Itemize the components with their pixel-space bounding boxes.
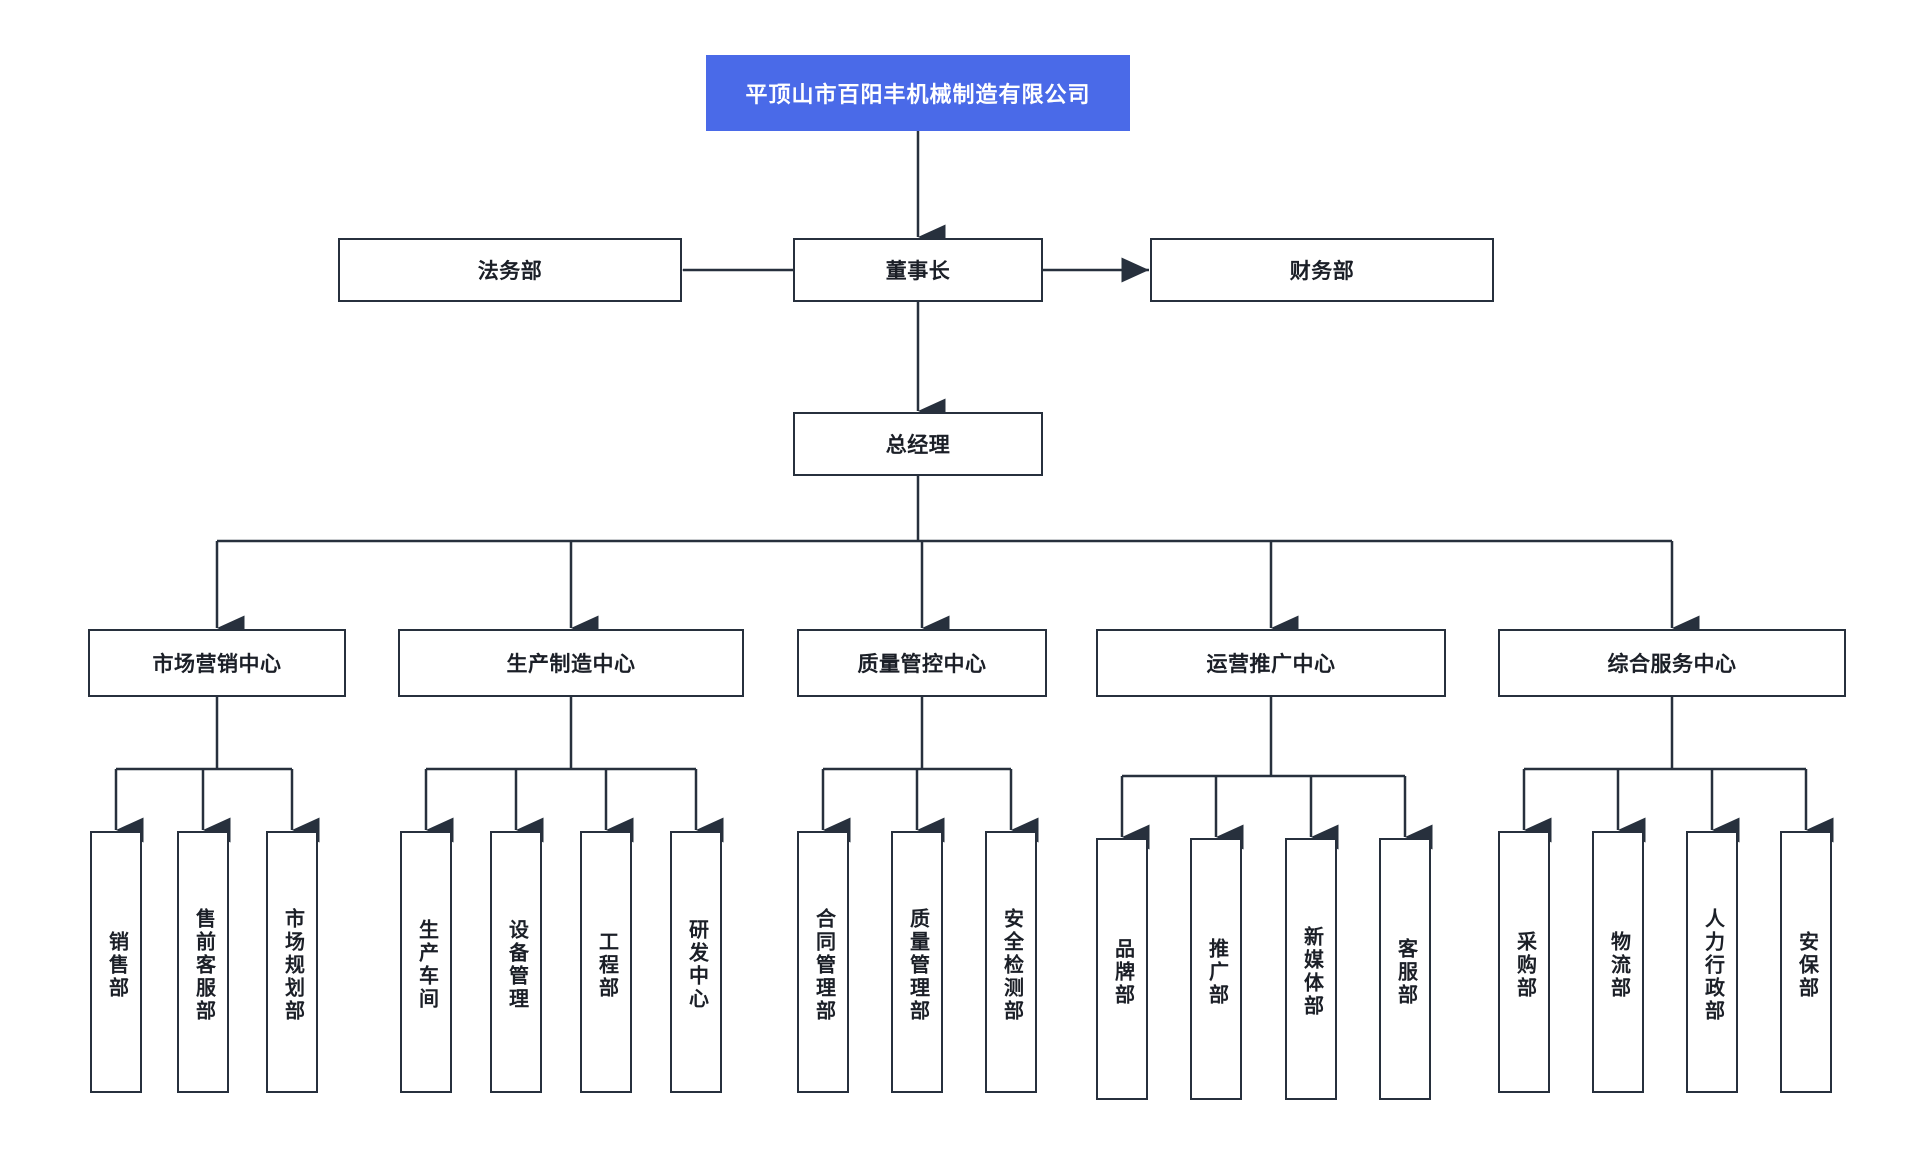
leaf-node-2-0[interactable]: 合同管理部 [797,831,849,1093]
leaf-node-1-0[interactable]: 生产车间 [400,831,452,1093]
leaf-label: 研发中心 [685,919,708,1011]
leaf-label: 安保部 [1795,930,1818,1000]
leaf-label: 新媒体部 [1300,926,1323,1018]
root-company-node[interactable]: 平顶山市百阳丰机械制造有限公司 [706,55,1130,131]
exec-node-2[interactable]: 财务部 [1150,238,1494,302]
leaf-label: 销售部 [105,930,128,1000]
leaf-node-3-0[interactable]: 品牌部 [1096,838,1148,1100]
center-node-1[interactable]: 生产制造中心 [398,629,744,697]
leaf-node-1-1[interactable]: 设备管理 [490,831,542,1093]
leaf-node-0-2[interactable]: 市场规划部 [266,831,318,1093]
leaf-node-3-1[interactable]: 推广部 [1190,838,1242,1100]
leaf-node-2-1[interactable]: 质量管理部 [891,831,943,1093]
leaf-label: 物流部 [1607,930,1630,1000]
leaf-node-0-0[interactable]: 销售部 [90,831,142,1093]
leaf-node-2-2[interactable]: 安全检测部 [985,831,1037,1093]
leaf-node-4-0[interactable]: 采购部 [1498,831,1550,1093]
leaf-label: 质量管理部 [906,907,929,1023]
leaf-node-1-3[interactable]: 研发中心 [670,831,722,1093]
center-node-3[interactable]: 运营推广中心 [1096,629,1446,697]
exec-node-0[interactable]: 法务部 [338,238,682,302]
leaf-node-3-2[interactable]: 新媒体部 [1285,838,1337,1100]
leaf-label: 品牌部 [1111,937,1134,1007]
leaf-node-3-3[interactable]: 客服部 [1379,838,1431,1100]
leaf-label: 安全检测部 [1000,907,1023,1023]
leaf-label: 采购部 [1513,930,1536,1000]
leaf-label: 推广部 [1205,937,1228,1007]
leaf-node-0-1[interactable]: 售前客服部 [177,831,229,1093]
leaf-label: 售前客服部 [192,907,215,1023]
center-node-2[interactable]: 质量管控中心 [797,629,1047,697]
leaf-label: 设备管理 [505,919,528,1011]
leaf-node-4-1[interactable]: 物流部 [1592,831,1644,1093]
leaf-label: 生产车间 [415,919,438,1011]
center-node-0[interactable]: 市场营销中心 [88,629,346,697]
leaf-label: 客服部 [1394,937,1417,1007]
exec-node-1[interactable]: 董事长 [793,238,1043,302]
leaf-label: 人力行政部 [1701,907,1724,1023]
leaf-label: 合同管理部 [812,907,835,1023]
center-node-4[interactable]: 综合服务中心 [1498,629,1846,697]
exec-node-3[interactable]: 总经理 [793,412,1043,476]
leaf-node-4-2[interactable]: 人力行政部 [1686,831,1738,1093]
leaf-label: 市场规划部 [281,907,304,1023]
leaf-node-4-3[interactable]: 安保部 [1780,831,1832,1093]
leaf-label: 工程部 [595,930,618,1000]
leaf-node-1-2[interactable]: 工程部 [580,831,632,1093]
